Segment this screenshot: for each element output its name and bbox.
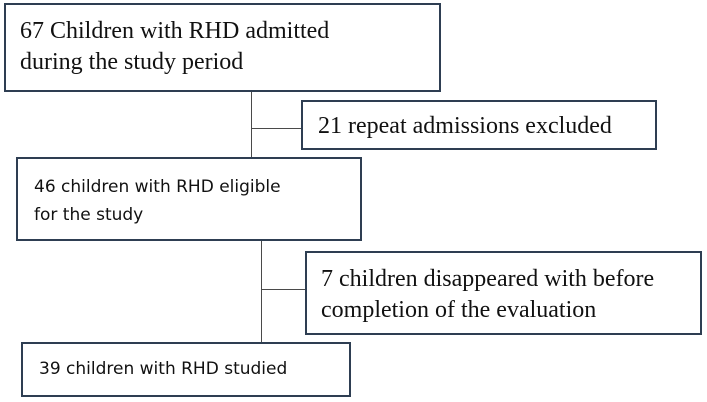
box-studied: 39 children with RHD studied [21, 342, 351, 397]
box-excluded: 21 repeat admissions excluded [301, 100, 657, 150]
box-eligible: 46 children with RHD eligible for the st… [16, 157, 362, 241]
connector-exclusion-branch [251, 128, 302, 129]
box-disappeared: 7 children disappeared with before compl… [305, 251, 702, 335]
eligible-line-2: for the study [34, 205, 144, 225]
excluded-text: 21 repeat admissions excluded [318, 113, 612, 139]
admitted-line-1: 67 Children with RHD admitted [20, 18, 330, 44]
connector-admitted-to-eligible [251, 92, 252, 157]
box-admitted: 67 Children with RHD admitted during the… [4, 3, 441, 92]
admitted-line-2: during the study period [20, 49, 244, 75]
disappeared-line-1: 7 children disappeared with before [321, 266, 655, 292]
studied-text: 39 children with RHD studied [39, 359, 288, 379]
disappeared-line-2: completion of the evaluation [321, 297, 597, 323]
connector-disappeared-branch [261, 289, 306, 290]
connector-eligible-to-studied [261, 241, 262, 343]
eligible-line-1: 46 children with RHD eligible [34, 177, 281, 197]
